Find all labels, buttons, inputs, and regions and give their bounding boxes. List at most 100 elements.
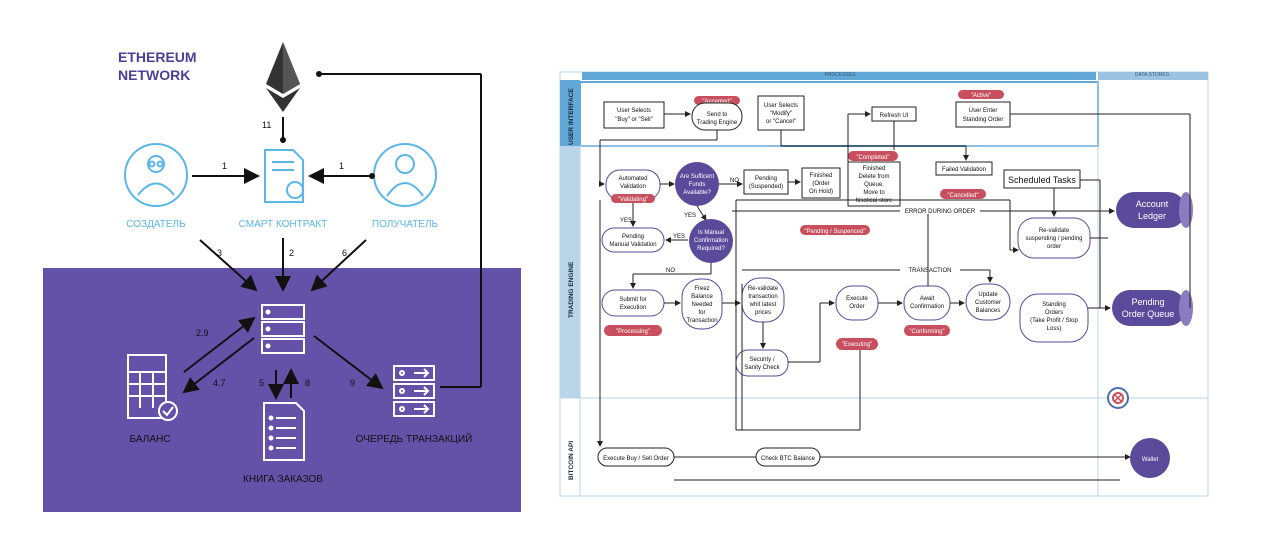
wallet-text: Wallet	[1142, 457, 1159, 463]
receiver-icon	[373, 143, 437, 207]
node-execute-order	[835, 285, 879, 321]
node-finished-line2: (Order	[812, 181, 829, 187]
lane-te-bar	[560, 146, 580, 398]
step-label-6: 6	[342, 248, 347, 258]
edge-label-no: NO	[730, 178, 739, 184]
status-pending-suspended-text: "Pending / Suspenced"	[804, 229, 865, 235]
lane-api-bar	[559, 397, 581, 497]
flow-arrow-3	[199, 239, 258, 292]
receiver-label: ПОЛУЧАТЕЛЬ	[372, 219, 439, 230]
smart-contract-icon	[264, 149, 304, 203]
balance-label: БАЛАНС	[130, 434, 171, 445]
flow-arrow-29	[183, 316, 256, 373]
decision-manual-line3: Required?	[697, 246, 725, 252]
edge-label-yes-3: YES	[673, 234, 685, 240]
node-standing-o-line3: (Take Profit / Stop	[1030, 318, 1078, 324]
node-submit-execution	[601, 289, 665, 317]
order-book-label: КНИГА ЗАКАЗОВ	[243, 474, 323, 485]
node-await-confirmation	[903, 285, 951, 321]
status-active	[958, 90, 1004, 99]
node-finished-line3: On Hold)	[809, 189, 833, 195]
node-fin-del-line5: hisotical store	[856, 198, 893, 204]
step-label-2: 2	[289, 248, 294, 258]
node-scheduled-tasks	[1003, 169, 1081, 189]
status-conforming	[904, 325, 950, 336]
ethereum-logo-icon	[266, 42, 300, 112]
node-auto-line1: Automated	[618, 176, 647, 182]
status-cancelled	[940, 189, 986, 199]
edge-label-no-2: NO	[666, 268, 675, 274]
edge-label-error: ERROR DURING ORDER	[905, 209, 976, 215]
node-freeze-balance	[681, 278, 723, 330]
step-label-5: 5	[259, 378, 264, 388]
pending-queue-line1: Pending	[1131, 297, 1164, 307]
node-reval-s-line1: Re-validate	[1039, 228, 1070, 234]
flowchart-border	[559, 71, 1209, 497]
status-processing	[604, 325, 662, 336]
decision-manual-confirmation	[689, 219, 733, 263]
node-execute-line1: Execute	[846, 296, 868, 302]
status-validating	[611, 194, 655, 203]
server-icon	[261, 304, 305, 354]
ethereum-diagram: ETHEREUM NETWORK 11 СОЗДАТЕЛЬ	[43, 42, 521, 512]
node-send-line1: Send to	[707, 112, 728, 118]
data-store-pending-queue	[1112, 290, 1193, 326]
node-update-line3: Balances	[976, 308, 1001, 314]
transaction-queue-icon	[393, 365, 435, 417]
node-pending-manual-validation	[601, 227, 665, 253]
node-user-enter-standing	[955, 101, 1011, 128]
step-label-29: 2.9	[196, 328, 209, 338]
node-submit-line1: Submit for	[619, 297, 646, 303]
lane-ui-bar	[560, 80, 580, 146]
node-freeze-line4: for	[698, 310, 705, 316]
decision-manual-line1: Is Manual	[698, 230, 724, 236]
node-check-btc-text: Check BTC Balance	[761, 456, 816, 462]
node-update-balances	[965, 283, 1011, 321]
node-modify-line2: "Modify"	[770, 111, 792, 117]
network-title-line2: NETWORK	[118, 67, 190, 83]
node-await-line2: Confirmation	[910, 304, 944, 310]
node-security-line2: Sanity Check	[744, 365, 780, 371]
creator-label: СОЗДАТЕЛЬ	[126, 219, 186, 230]
node-failed-validation	[935, 161, 993, 176]
status-conforming-text: "Conforming"	[909, 329, 944, 335]
header-data-stores: DATA STORES	[1135, 72, 1170, 78]
decision-funds-line3: Available?	[683, 190, 711, 196]
node-reval-t-line4: prices	[755, 310, 771, 316]
node-user-selects-line1: User Selects	[617, 108, 651, 114]
edge-label-yes-2: YES	[684, 213, 696, 219]
flow-dot	[280, 137, 286, 143]
header-processes: PROCESSES	[824, 72, 856, 78]
decision-manual-line2: Confirmation	[694, 238, 728, 244]
status-completed	[848, 151, 898, 161]
trading-flowchart: PROCESSES DATA STORES USER INTERFACE TRA…	[559, 71, 1209, 497]
data-store-wallet	[1130, 438, 1170, 478]
node-standing-orders	[1019, 293, 1089, 343]
node-freeze-line2: Balance	[691, 294, 713, 300]
status-executing-text: "Executing"	[842, 342, 873, 348]
node-pending-suspended	[743, 169, 789, 195]
node-standing-o-line2: Orders	[1045, 310, 1063, 316]
status-pending-suspended	[800, 225, 870, 235]
node-reval-t-line3: whit latest	[749, 302, 777, 308]
node-send-line2: Trading Engine	[697, 120, 738, 126]
node-pmv-line1: Pending	[622, 234, 644, 240]
step-label-1-left: 1	[222, 161, 227, 171]
node-finished-on-hold	[801, 167, 841, 199]
node-freeze-line5: Transaction	[686, 318, 717, 324]
node-user-selects-buy-sell	[603, 101, 665, 129]
node-reval-s-line2: suspending / pending	[1025, 236, 1082, 242]
node-refresh-text: Refresh UI	[880, 113, 909, 119]
status-completed-text: "Completed"	[856, 155, 889, 161]
header-processes-bar	[582, 72, 1096, 80]
lane-label-api: BITCOIN API	[568, 441, 575, 480]
account-ledger-line2: Ledger	[1138, 211, 1166, 221]
step-label-3: 3	[217, 248, 222, 258]
transaction-queue-label: ОЧЕРЕДЬ ТРАНЗАКЦИЙ	[356, 432, 473, 445]
flow-arrow-6	[310, 239, 367, 292]
status-validating-text: "Validating"	[618, 197, 648, 203]
node-execute-line2: Order	[849, 304, 864, 310]
node-fin-del-line3: Queue,	[864, 182, 884, 188]
node-standing-o-line1: Standing	[1042, 302, 1066, 308]
